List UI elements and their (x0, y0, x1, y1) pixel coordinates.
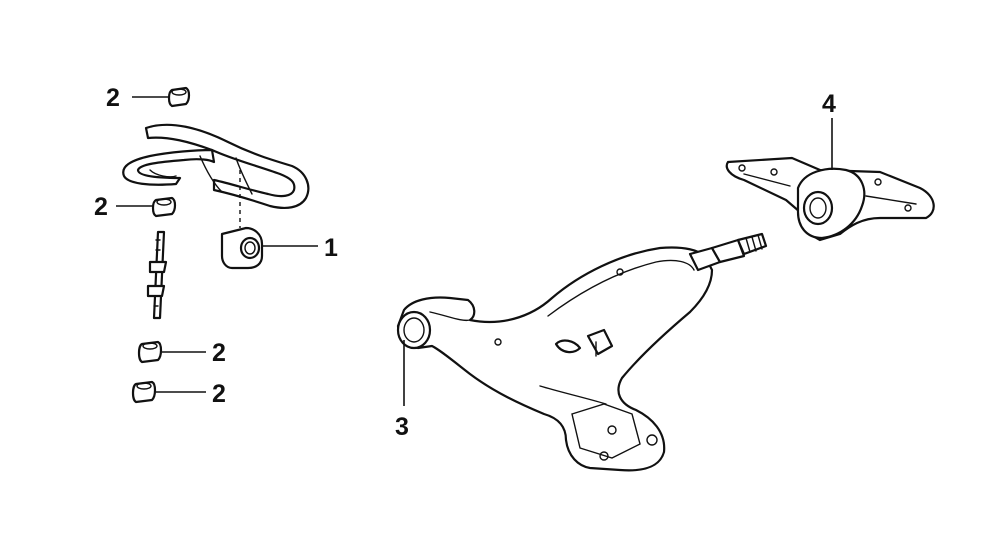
rear-bushing-bracket (725, 156, 935, 242)
callout-4: 4 (822, 90, 836, 118)
callout-3: 3 (395, 413, 409, 441)
callout-2-lower: 2 (212, 339, 226, 367)
ball-joint (688, 232, 768, 272)
callout-2-bottom: 2 (212, 380, 226, 408)
nut-bottom (131, 380, 157, 404)
stabilizer-link (146, 230, 168, 320)
callout-2-top: 2 (106, 84, 120, 112)
stabilizer-bar (122, 123, 310, 209)
callout-1: 1 (324, 234, 338, 262)
nut-lower-link (137, 340, 163, 364)
lower-control-arm (396, 246, 714, 472)
callout-2-upper: 2 (94, 193, 108, 221)
clip-bracket (554, 328, 614, 357)
stabilizer-bushing (220, 226, 264, 270)
nut-top (167, 86, 191, 108)
nut-upper-link (151, 196, 177, 218)
